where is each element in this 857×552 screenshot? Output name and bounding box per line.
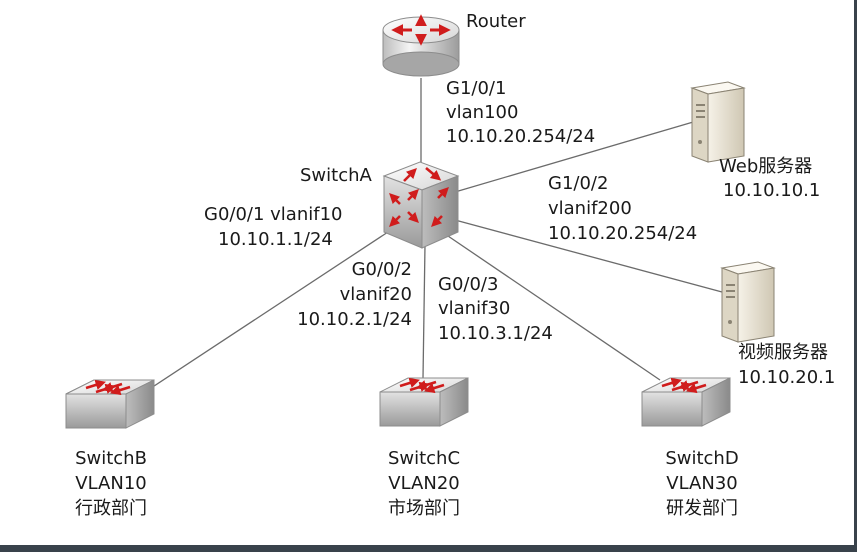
layer3-switch-icon — [382, 161, 460, 249]
servers-link-port: G1/0/2 — [548, 173, 609, 194]
switchb-link-ip: 10.10.1.1/24 — [218, 229, 333, 250]
window-frame-bottom — [0, 545, 857, 552]
servers-link-vlan: vlanif200 — [548, 198, 632, 219]
video-server-label: 视频服务器 — [738, 342, 828, 363]
switchc-dept: 市场部门 — [388, 498, 460, 519]
switchd-link-ip: 10.10.3.1/24 — [438, 323, 553, 344]
servers-link-ip: 10.10.20.254/24 — [548, 223, 698, 244]
switchd-link-port: G0/0/3 — [438, 274, 499, 295]
link-switcha-switchc — [422, 244, 426, 379]
switch-icon — [65, 379, 155, 429]
router-link-port: G1/0/1 — [446, 78, 507, 99]
switchd-vlan: VLAN30 — [666, 473, 738, 494]
switchc-vlan: VLAN20 — [388, 473, 460, 494]
switchb-vlan: VLAN10 — [75, 473, 147, 494]
link-switcha-switchd — [447, 235, 661, 381]
server-icon — [690, 81, 746, 163]
switchb-dept: 行政部门 — [75, 498, 147, 519]
switchc-link-port: G0/0/2 — [351, 259, 412, 280]
switchc-link-vlan: vlanif20 — [339, 284, 412, 305]
link-switcha-video-server — [454, 219, 723, 293]
router-link-vlan: vlan100 — [446, 102, 519, 123]
web-server-ip: 10.10.10.1 — [723, 180, 821, 201]
links — [144, 78, 723, 393]
router-label: Router — [466, 11, 526, 32]
web-server-label: Web服务器 — [719, 156, 813, 177]
router-icon — [382, 14, 460, 77]
switchb-link-port-vlan: G0/0/1 vlanif10 — [204, 204, 343, 225]
switch-icon — [641, 377, 731, 427]
window-frame-right — [854, 0, 857, 552]
link-switcha-web-server — [454, 119, 701, 193]
switch-icon — [379, 377, 469, 427]
switchd-label: SwitchD — [665, 448, 739, 469]
router-link-ip: 10.10.20.254/24 — [446, 126, 596, 147]
switchc-label: SwitchC — [387, 448, 461, 469]
switchb-label: SwitchB — [75, 448, 147, 469]
server-icon — [720, 261, 776, 343]
switcha-label: SwitchA — [300, 165, 372, 186]
link-switcha-switchb — [144, 231, 389, 393]
switchd-link-vlan: vlanif30 — [438, 298, 511, 319]
video-server-ip: 10.10.20.1 — [738, 367, 836, 388]
switchd-dept: 研发部门 — [666, 498, 738, 519]
switchc-link-ip: 10.10.2.1/24 — [297, 309, 412, 330]
